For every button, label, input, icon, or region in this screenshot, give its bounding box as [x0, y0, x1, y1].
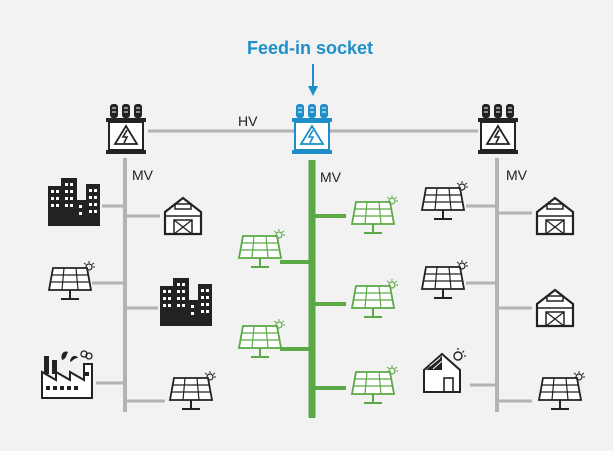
arrow-head-icon — [308, 86, 318, 96]
solar-panel-icon — [351, 194, 399, 234]
solar-panel-icon — [169, 370, 217, 410]
hv-label: HV — [238, 113, 258, 129]
barn-icon — [535, 288, 575, 328]
solar-panel-icon — [538, 370, 586, 410]
feed-in-socket-label: Feed-in socket — [246, 38, 374, 58]
buildings-icon — [160, 278, 212, 326]
solar-panel-icon — [351, 364, 399, 404]
transformer-icon — [477, 103, 519, 155]
barn-icon — [535, 196, 575, 236]
transformer-icon — [105, 103, 147, 155]
solar-panel-icon — [421, 259, 469, 299]
house-with-solar-icon — [423, 347, 467, 393]
buildings-icon — [48, 178, 100, 226]
solar-panel-icon — [238, 228, 286, 268]
transformer-icon — [291, 103, 333, 155]
mv-label-center: MV — [320, 169, 341, 185]
solar-panel-icon — [48, 260, 96, 300]
solar-panel-icon — [421, 180, 469, 220]
factory-icon — [41, 350, 93, 399]
barn-icon — [163, 196, 203, 236]
solar-panel-icon — [238, 318, 286, 358]
solar-panel-icon — [351, 278, 399, 318]
mv-label-left: MV — [132, 167, 153, 183]
mv-label-right: MV — [506, 167, 527, 183]
